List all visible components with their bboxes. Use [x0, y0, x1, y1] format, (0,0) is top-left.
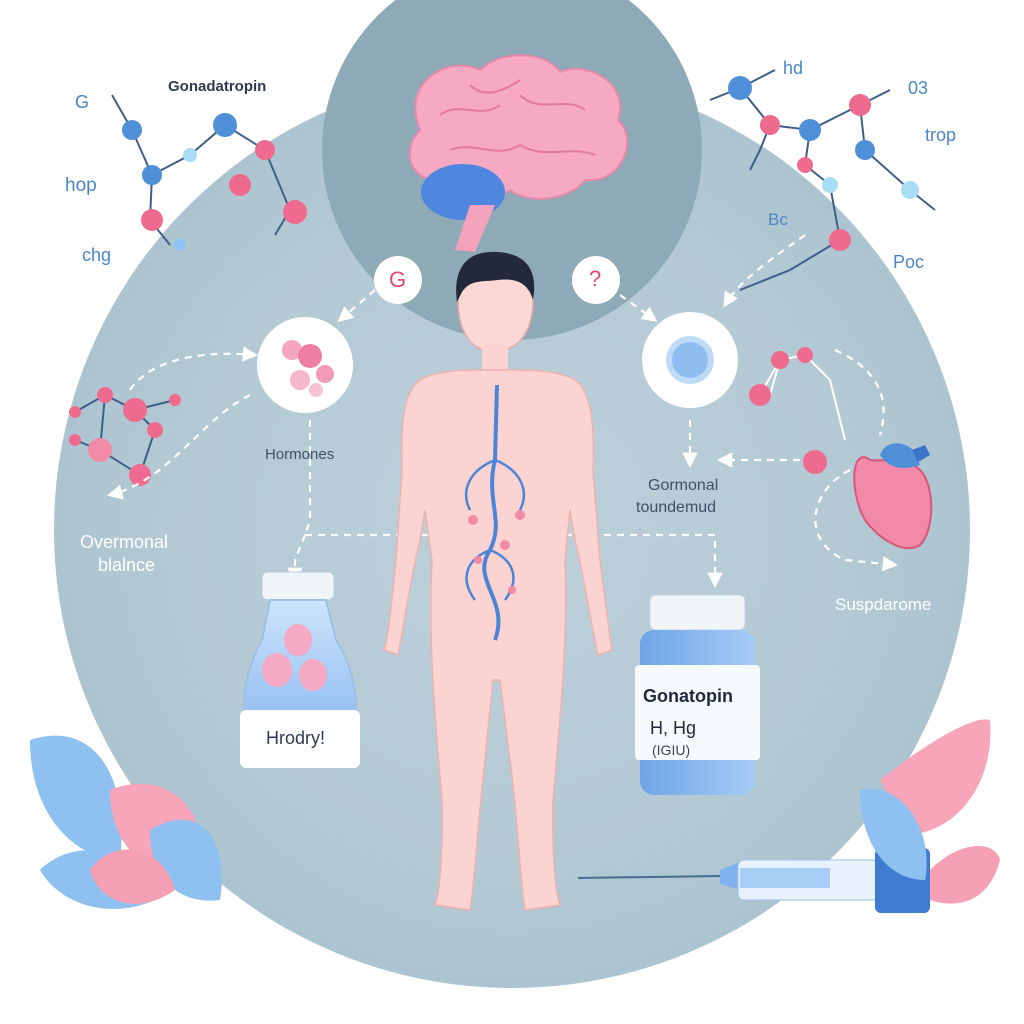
- label-right-03: 03: [908, 78, 929, 98]
- label-left-chg: chg: [82, 245, 112, 265]
- label-right-mid-line1: Gormonal: [648, 477, 719, 494]
- label-right-hd: hd: [783, 58, 804, 78]
- label-right-bc: Bc: [768, 210, 788, 229]
- label-suspdarome: Suspdarome: [835, 595, 932, 614]
- badge-g-label: G: [389, 267, 407, 292]
- label-left-hop: hop: [65, 175, 97, 196]
- hormones-circle: [257, 317, 353, 413]
- leaf-icon-right: [860, 719, 1000, 904]
- label-right-poc: Poc: [893, 252, 925, 272]
- particle-circle: [642, 312, 738, 408]
- diagram-title: Gonadatropin: [168, 78, 267, 95]
- badge-g: [374, 256, 422, 304]
- bottle-label-line2: H, Hg: [650, 718, 697, 738]
- label-balance-line2: blalnce: [98, 555, 156, 575]
- brain-icon: [408, 54, 629, 252]
- heart-icon: [853, 443, 933, 550]
- bottle-label-line1: Gonatopin: [643, 686, 733, 706]
- label-left-g: G: [75, 92, 90, 112]
- bottle-icon: [635, 594, 760, 795]
- label-right-mid-line2: toundemud: [636, 499, 717, 516]
- human-figure-icon: [383, 251, 613, 911]
- label-right-trop: trop: [925, 125, 957, 145]
- label-hormones: Hormones: [265, 446, 335, 463]
- leaf-icon-left: [30, 735, 222, 909]
- flask-label: Hrodry!: [266, 728, 326, 748]
- badge-question-label: ?: [589, 266, 602, 291]
- badge-question: [572, 256, 620, 304]
- bottle-label-line3: (IGIU): [652, 742, 691, 758]
- flask-icon: [240, 571, 360, 768]
- label-balance-line1: Overmonal: [80, 532, 169, 552]
